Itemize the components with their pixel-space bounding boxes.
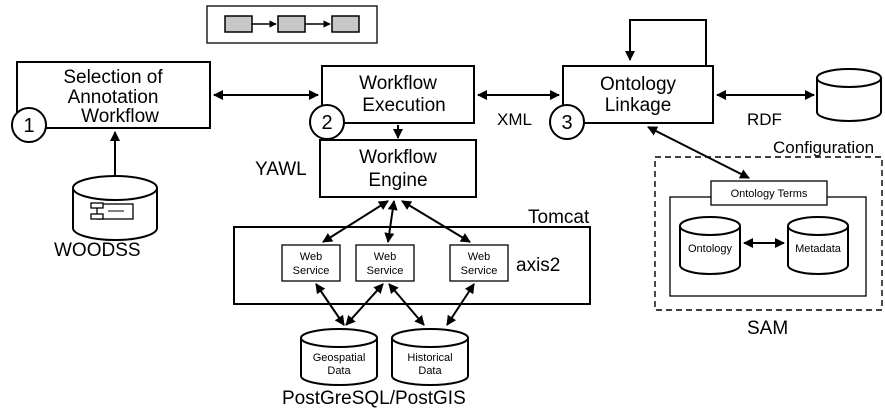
- rdf-label: RDF: [747, 110, 782, 129]
- linkage-label-line2: Linkage: [605, 95, 672, 116]
- linkage-label-line1: Ontology: [600, 74, 677, 95]
- axis2-label: axis2: [516, 255, 560, 276]
- geospatial-data-database: Geospatial Data: [300, 328, 378, 386]
- workflow-legend-icon: [206, 5, 378, 44]
- linkage-terms-arrow: [647, 126, 750, 179]
- selection-label-line3: Workflow: [81, 106, 159, 127]
- web-service-box-3: Web Service: [449, 244, 509, 282]
- woodss-label: WOODSS: [54, 240, 141, 261]
- woodss-database-icon: [72, 175, 158, 241]
- svg-text:Service: Service: [293, 265, 330, 277]
- ws2-historical-arrow: [388, 283, 425, 326]
- workflow-engine-box: Workflow Engine: [319, 139, 477, 198]
- svg-text:Web: Web: [300, 251, 322, 263]
- engine-ws3-arrow: [401, 200, 471, 243]
- ontology-linkage-box: Ontology Linkage 3: [549, 65, 714, 140]
- workflow-execution-box: Workflow Execution 2: [309, 65, 475, 140]
- svg-text:Data: Data: [327, 365, 351, 377]
- svg-text:Web: Web: [374, 251, 396, 263]
- configuration-container: [654, 156, 883, 311]
- svg-text:Data: Data: [418, 365, 442, 377]
- ontology-terms-box: Ontology Terms: [710, 180, 828, 206]
- linkage-self-loop: [625, 19, 707, 66]
- ws2-geospatial-arrow: [345, 283, 384, 326]
- execution-label-line2: Execution: [362, 95, 445, 116]
- historical-data-database: Historical Data: [391, 328, 469, 386]
- svg-text:Geospatial: Geospatial: [313, 352, 366, 364]
- configuration-label: Configuration: [773, 138, 874, 157]
- execution-label-line1: Workflow: [359, 73, 437, 94]
- sam-label: SAM: [747, 318, 788, 339]
- tomcat-label: Tomcat: [528, 207, 590, 228]
- selection-label-line2: Annotation: [68, 87, 159, 108]
- step-3-badge: 3: [561, 112, 572, 134]
- rdf-database-icon: [816, 68, 882, 122]
- engine-label-line2: Engine: [368, 170, 427, 191]
- ws1-geospatial-arrow: [315, 283, 345, 326]
- selection-of-annotation-workflow-box: Selection of Annotation Workflow 1: [11, 61, 211, 143]
- engine-ws1-arrow: [322, 200, 389, 243]
- web-service-box-2: Web Service: [355, 244, 415, 282]
- svg-text:Ontology Terms: Ontology Terms: [731, 188, 808, 200]
- svg-text:Ontology: Ontology: [688, 243, 733, 255]
- web-service-box-1: Web Service: [281, 244, 341, 282]
- svg-text:Web: Web: [468, 251, 490, 263]
- svg-text:Metadata: Metadata: [795, 243, 842, 255]
- step-2-badge: 2: [321, 112, 332, 134]
- svg-text:Historical: Historical: [407, 352, 452, 364]
- xml-label: XML: [497, 110, 532, 129]
- postgres-label: PostGreSQL/PostGIS: [282, 388, 466, 409]
- selection-label-line1: Selection of: [63, 67, 163, 88]
- yawl-label: YAWL: [255, 159, 307, 180]
- svg-text:Service: Service: [461, 265, 498, 277]
- ws3-historical-arrow: [446, 283, 475, 326]
- engine-label-line1: Workflow: [359, 147, 437, 168]
- engine-ws2-arrow: [384, 200, 398, 243]
- metadata-database: Metadata: [787, 216, 849, 275]
- ontology-database: Ontology: [679, 216, 741, 275]
- step-1-badge: 1: [23, 115, 34, 137]
- svg-text:Service: Service: [367, 265, 404, 277]
